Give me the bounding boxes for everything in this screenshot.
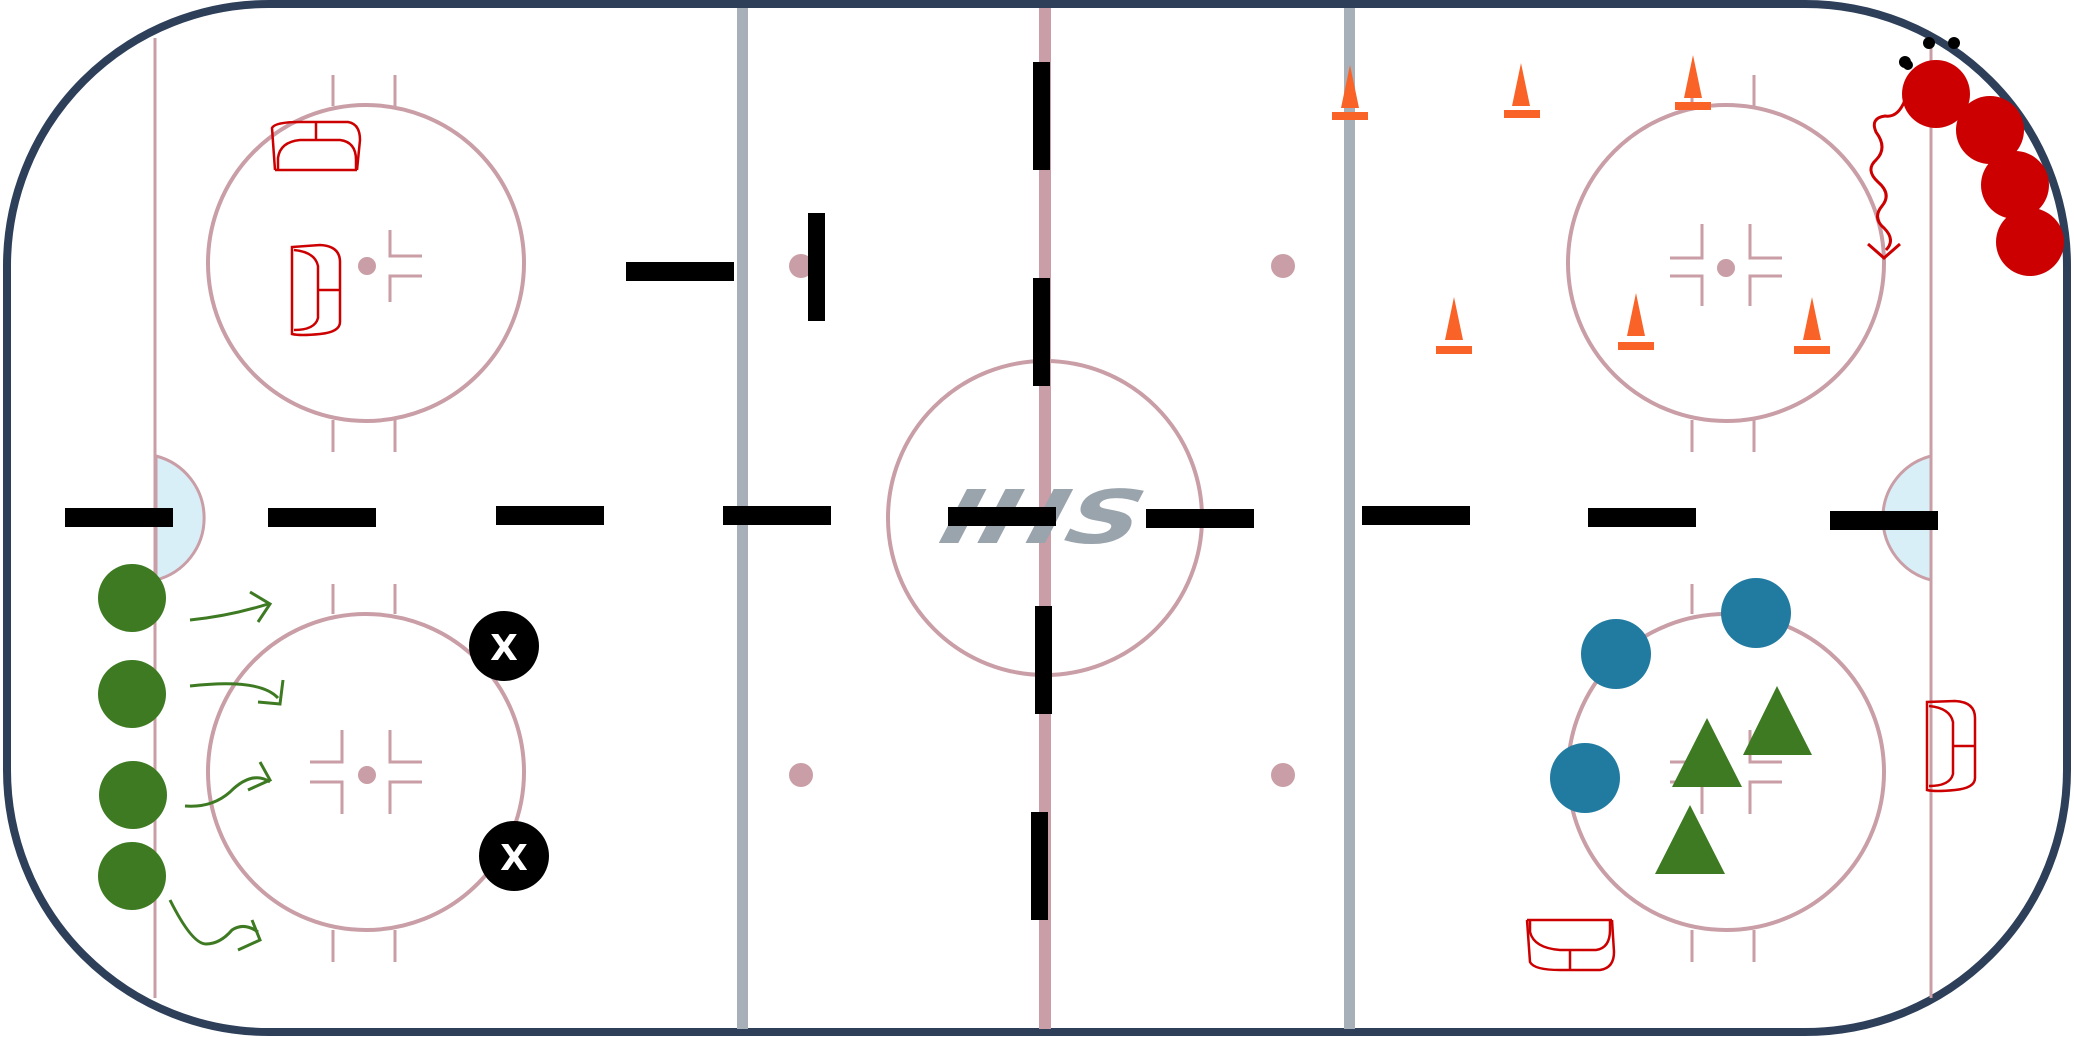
green-team — [98, 564, 167, 910]
green-player-1[interactable] — [98, 564, 166, 632]
net-icon-bottom-right — [1525, 918, 1616, 972]
blue-player-2[interactable] — [1721, 578, 1791, 648]
net-icon-right-side — [1925, 699, 1977, 793]
green-player-3[interactable] — [99, 761, 167, 829]
coach-label: X — [490, 628, 518, 669]
green-player-paths — [168, 590, 285, 952]
cone-icon — [1675, 55, 1711, 110]
net-icon-left-side — [290, 243, 342, 337]
blue-player-1[interactable] — [1581, 619, 1651, 689]
neutral-dot-tr — [1271, 254, 1295, 278]
puck-icon[interactable] — [1923, 37, 1935, 49]
faceoff-circle-top-left — [206, 75, 526, 452]
faceoff-circle-top-right — [1566, 75, 1886, 452]
red-player-4[interactable] — [1996, 208, 2064, 276]
green-triangle-2[interactable] — [1672, 718, 1742, 787]
pucks — [1899, 37, 1960, 70]
red-player-3[interactable] — [1981, 151, 2049, 219]
green-triangles — [1655, 686, 1812, 874]
coach-marker — [479, 821, 549, 891]
cone-icon — [1618, 293, 1654, 350]
green-player-2[interactable] — [98, 660, 166, 728]
coach-2[interactable]: X — [479, 821, 549, 891]
blue-player-3[interactable] — [1550, 743, 1620, 813]
green-triangle-1[interactable] — [1743, 686, 1812, 755]
cone-icon — [1332, 65, 1368, 120]
green-player-4[interactable] — [98, 842, 166, 910]
coach-marker — [469, 611, 539, 681]
red-player-path — [1867, 99, 1907, 260]
cone-icon — [1504, 63, 1540, 118]
puck-icon[interactable] — [1903, 60, 1913, 70]
red-team — [1902, 60, 2064, 276]
puck-icon[interactable] — [1948, 37, 1960, 49]
coach-1[interactable]: X — [469, 611, 539, 681]
blue-team — [1550, 578, 1791, 813]
blue-line-right — [1344, 8, 1355, 1029]
green-triangle-3[interactable] — [1655, 805, 1725, 874]
faceoff-circle-bottom-left — [206, 584, 526, 962]
cone-icon — [1436, 297, 1472, 354]
neutral-dot-bl — [789, 763, 813, 787]
barriers — [65, 62, 1938, 920]
crease-left — [154, 454, 206, 582]
red-player-2[interactable] — [1956, 96, 2024, 164]
coach-label: X — [500, 838, 528, 879]
net-icon-top-left — [270, 120, 362, 172]
cone-icon — [1794, 297, 1830, 354]
red-player-1[interactable] — [1902, 60, 1970, 128]
cone-group — [1332, 55, 1830, 354]
neutral-dot-tl — [789, 254, 813, 278]
neutral-dot-br — [1271, 763, 1295, 787]
